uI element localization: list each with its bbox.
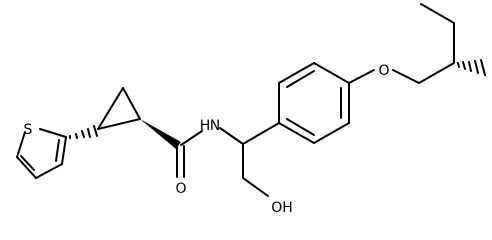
bond-ar-inner-c <box>286 118 315 136</box>
hydroxyl-label: OH <box>271 200 293 212</box>
amide-nitrogen-label: N <box>210 118 220 134</box>
bond-c1-c2 <box>61 136 67 165</box>
bond-ar-inner-a <box>286 70 315 88</box>
stereo-hashed-wedge-methyl <box>457 59 486 76</box>
ether-oxygen-label: O <box>378 63 389 79</box>
amide-group <box>176 127 244 178</box>
bond-c1-c2-inner <box>55 139 60 162</box>
benzene-ring <box>278 62 350 144</box>
bond-ar-6 <box>278 122 315 144</box>
molecule-diagram: S O H N OH O <box>16 3 486 212</box>
bond-carbonyl-c-n <box>180 130 203 146</box>
cyclopropane-ring <box>97 87 141 130</box>
sulfur-atom-label: S <box>24 122 33 138</box>
bond-ar-3 <box>313 62 350 84</box>
amide-hydrogen-label: H <box>200 118 211 134</box>
bond-c4-s <box>16 131 26 158</box>
bond-cp-c1-c2 <box>97 118 141 130</box>
hydroxyethyl-chain <box>242 122 280 197</box>
bond-c3-c4 <box>16 156 37 179</box>
bond-ch2-ch <box>418 62 455 84</box>
thiophene-ring <box>16 128 67 179</box>
carbonyl-oxygen-label: O <box>175 181 186 197</box>
stereo-hashed-wedge-thienyl <box>69 125 98 139</box>
stereo-solid-wedge-carbonyl <box>140 119 181 149</box>
bond-ar-5 <box>313 122 350 144</box>
alkoxy-chain <box>348 3 455 84</box>
bond-cp-c3-c1 <box>97 87 124 130</box>
bond-c2-c3 <box>35 163 63 179</box>
bond-ch-aryl <box>242 122 280 145</box>
bond-c3-c4-inner <box>20 155 35 171</box>
bond-n-ch <box>219 127 244 145</box>
bond-ch2-oh <box>242 177 269 197</box>
bond-ch2-ch3-ethyl <box>420 3 455 24</box>
bond-ar-o <box>348 69 375 84</box>
bond-s-c1 <box>39 128 67 138</box>
bond-cp-c2-c3 <box>122 87 141 120</box>
bond-ar-2 <box>278 62 315 84</box>
bond-o-ch2 <box>392 69 420 84</box>
